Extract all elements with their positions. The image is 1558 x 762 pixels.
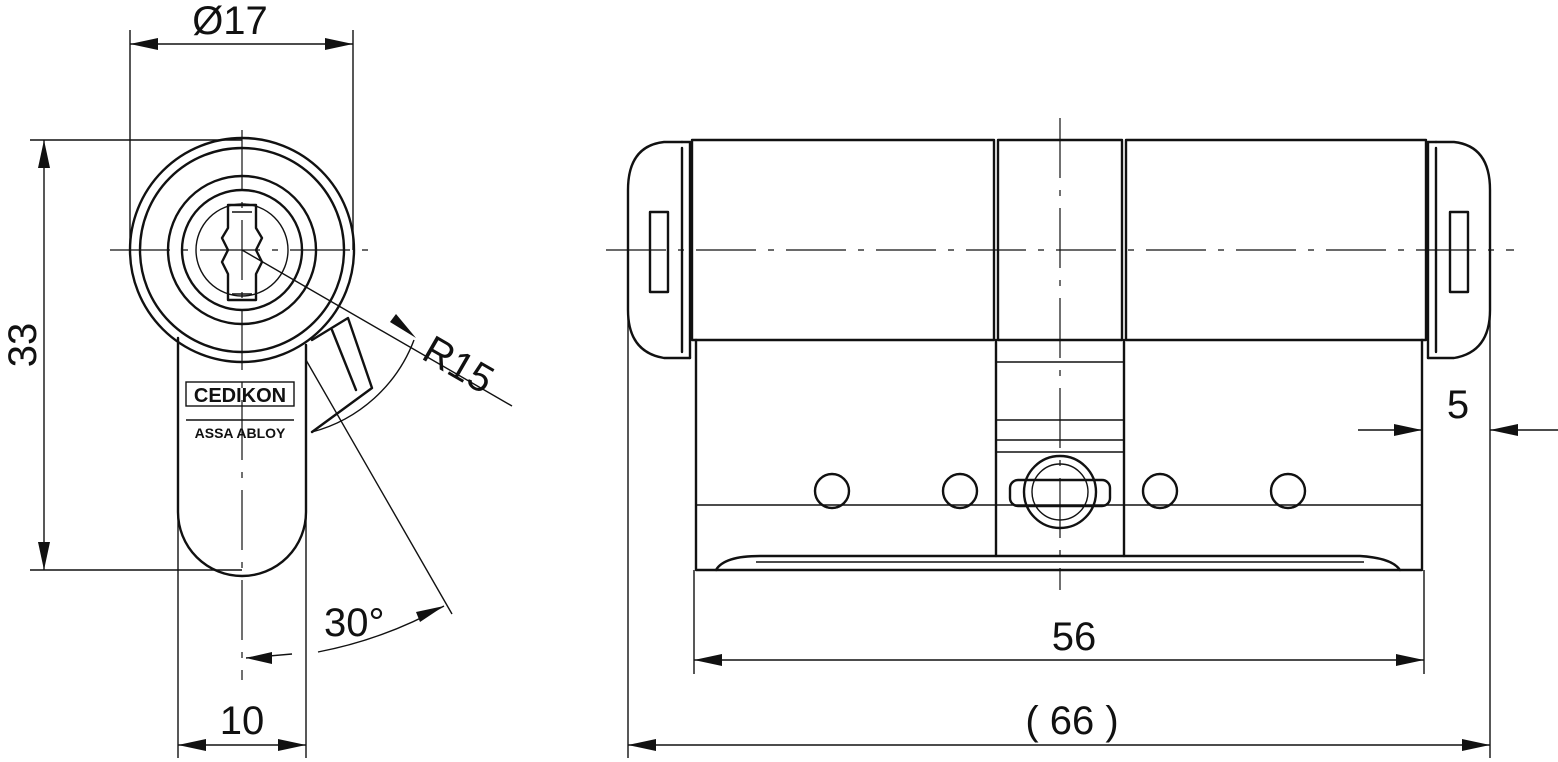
dimension-cam-width: 10 — [220, 699, 265, 743]
front-view: CEDIKON ASSA ABLOY Ø17 33 R15 30° — [1, 0, 513, 758]
dimension-angle: 30° — [324, 601, 385, 645]
side-view: 5 56 ( 66 ) — [606, 118, 1558, 758]
bottom-fin — [714, 554, 1402, 572]
cam-arm — [310, 316, 374, 434]
brand-sublogo: ASSA ABLOY — [195, 425, 286, 441]
dimension-body-length: 56 — [1052, 615, 1097, 659]
keyway — [220, 203, 264, 302]
dimension-radius: R15 — [416, 328, 502, 403]
right-plug — [1124, 138, 1428, 342]
cylinder-body — [694, 338, 1424, 572]
pin-hole — [1269, 472, 1307, 510]
pin-hole — [941, 472, 979, 510]
cam-profile — [176, 336, 308, 578]
brand-logo: CEDIKON — [194, 385, 286, 407]
pin-hole — [813, 472, 851, 510]
dimension-height: 33 — [1, 323, 45, 368]
dimension-diameter: Ø17 — [192, 0, 268, 43]
left-plug — [690, 138, 996, 342]
dimension-offset: 5 — [1447, 383, 1469, 427]
pin-hole — [1141, 472, 1179, 510]
dimension-total-length: ( 66 ) — [1025, 699, 1118, 743]
